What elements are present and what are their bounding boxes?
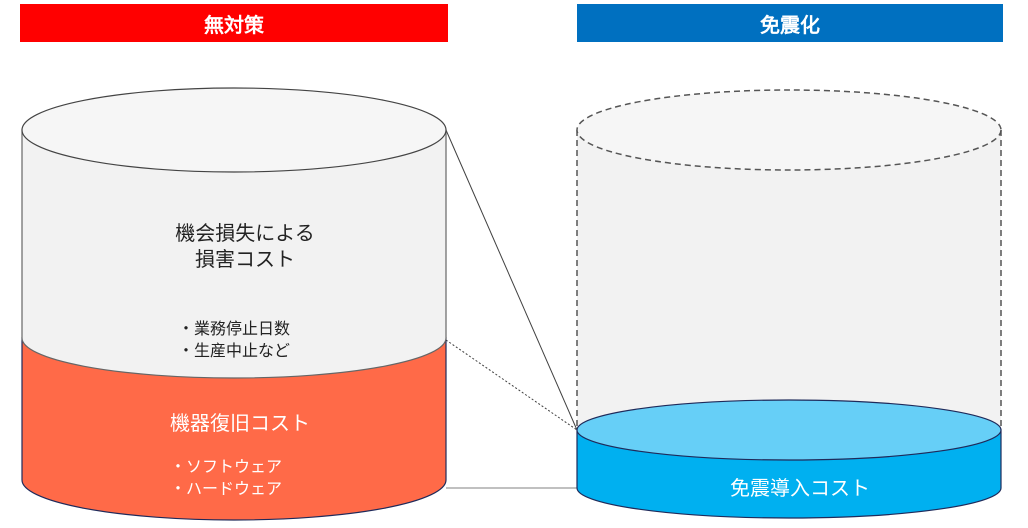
opportunity-loss-title-line2: 損害コスト	[195, 247, 295, 271]
opportunity-loss-cost-segment	[21, 87, 447, 379]
seismic-isolation-cost-title: 免震導入コスト	[730, 476, 870, 500]
equipment-recovery-bullet-2: ・ハードウェア	[170, 479, 282, 498]
equipment-recovery-title: 機器復旧コスト	[170, 411, 310, 435]
connector-top	[445, 129, 578, 431]
equipment-recovery-cost-segment	[21, 337, 447, 521]
opportunity-loss-bullet-2: ・生産中止など	[178, 341, 290, 360]
opportunity-loss-title-line1: 機会損失による	[175, 221, 314, 245]
seismic-isolation-cost-segment	[576, 399, 1002, 519]
equipment-recovery-bullet-1: ・ソフトウェア	[170, 457, 282, 476]
connector-middle	[445, 339, 578, 431]
seismic-isolation-cylinder	[576, 89, 1002, 430]
seismic-isolation-header: 免震化	[577, 4, 1003, 42]
opportunity-loss-bullet-1: ・業務停止日数	[178, 319, 290, 338]
no-measures-header: 無対策	[20, 4, 448, 42]
